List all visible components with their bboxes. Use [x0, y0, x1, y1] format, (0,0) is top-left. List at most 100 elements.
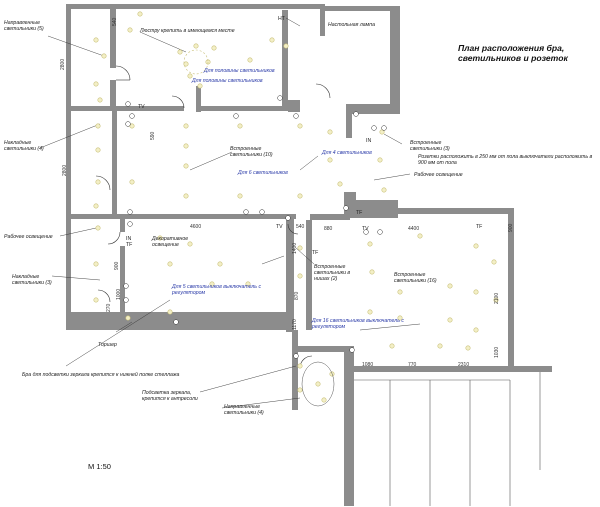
- label-mirror-sconce: Бра для подсветки зеркала крепится к ниж…: [22, 372, 180, 378]
- label-for-6: Для 6 светильников: [238, 170, 288, 176]
- lamp-symbol: [245, 281, 251, 287]
- dim-2100: 2100: [494, 292, 500, 304]
- label-torcher: Торшер: [98, 342, 117, 348]
- doors: [95, 65, 331, 369]
- lamp-symbol: [167, 309, 173, 315]
- lamp-symbol: [237, 193, 243, 199]
- switch-symbol: [129, 113, 135, 119]
- switch-symbol: [381, 125, 387, 131]
- dim-2800b: 2800: [62, 164, 68, 176]
- switch-symbol: [123, 283, 129, 289]
- lamp-symbol: [93, 203, 99, 209]
- lamp-symbol: [327, 157, 333, 163]
- mark-tf-1: TF: [126, 242, 133, 248]
- switch-symbol: [125, 121, 131, 127]
- dim-1400: 1400: [292, 242, 298, 254]
- lamp-symbol: [237, 123, 243, 129]
- lamp-symbol: [437, 343, 443, 349]
- lamp-symbol: [95, 147, 101, 153]
- mark-tf-4: TF: [312, 250, 319, 256]
- lamp-symbol: [389, 343, 395, 349]
- lamp-symbol: [211, 45, 217, 51]
- label-half-lamps-2: Для половины светильников: [192, 78, 263, 84]
- lamp-symbol: [177, 49, 183, 55]
- label-recessed-niches: Встроенные светильники в нишах (2): [314, 264, 351, 282]
- label-mirror-light: Подсветка зеркала, крепится к антресоли: [142, 390, 198, 402]
- dim-4600: 4600: [190, 224, 202, 230]
- lamp-symbol: [367, 309, 373, 315]
- lamp-symbol: [297, 193, 303, 199]
- lamp-symbol: [157, 235, 163, 241]
- leader-lines: [39, 17, 421, 409]
- label-decorative: Декоративное освещение: [152, 236, 189, 248]
- lamp-symbol: [95, 179, 101, 185]
- lamp-symbol: [93, 261, 99, 267]
- switch-symbol: [127, 221, 133, 227]
- plan-scale: М 1:50: [88, 462, 111, 471]
- lamp-symbol: [473, 327, 479, 333]
- lamp-symbol: [327, 129, 333, 135]
- lamp-symbol: [193, 43, 199, 49]
- lamp-symbol: [93, 37, 99, 43]
- switch-symbol: [123, 297, 129, 303]
- switch-symbol: [233, 113, 239, 119]
- lamp-symbol: [367, 241, 373, 247]
- lamp-symbol: [183, 123, 189, 129]
- switch-symbol: [353, 111, 359, 117]
- lamp-symbol: [337, 181, 343, 187]
- lamp-symbol: [269, 37, 275, 43]
- lamp-symbol: [369, 269, 375, 275]
- dim-900a: 900: [114, 261, 120, 270]
- switch-symbol: [277, 95, 283, 101]
- mark-tf-2: TF: [476, 224, 483, 230]
- lamp-symbol: [95, 123, 101, 129]
- label-sockets-note: Розетки расположить в 250 мм от пола вык…: [418, 154, 593, 166]
- switch-symbol: [127, 209, 133, 215]
- dim-2800a: 2800: [60, 58, 66, 70]
- lamp-symbol: [473, 289, 479, 295]
- lamp-symbol: [491, 259, 497, 265]
- lamp-symbol: [315, 381, 321, 387]
- switch-symbol: [125, 101, 131, 107]
- lamp-symbol: [217, 261, 223, 267]
- lamp-symbol: [473, 243, 479, 249]
- dim-590: 590: [150, 131, 156, 140]
- label-chandelier: Люстру крепить в имеющемся месте: [140, 28, 235, 34]
- lamp-symbol: [417, 233, 423, 239]
- label-work-light-right: Рабочее освещение: [414, 172, 463, 178]
- mark-ht: HT: [278, 16, 285, 22]
- lamp-symbol: [187, 241, 193, 247]
- lamp-symbol: [297, 245, 303, 251]
- lamp-symbol: [297, 273, 303, 279]
- lamp-symbol: [129, 179, 135, 185]
- mark-tf-3: TF: [356, 210, 363, 216]
- plan-title: План расположения бра, светильников и ро…: [458, 43, 568, 63]
- lamp-symbol: [377, 157, 383, 163]
- dim-880: 880: [324, 226, 333, 232]
- lamp-symbol: [247, 57, 253, 63]
- dim-1030: 1030: [494, 346, 500, 358]
- switches-layer: [123, 95, 387, 359]
- switch-symbol: [285, 215, 291, 221]
- lamp-symbol: [93, 297, 99, 303]
- label-directional-5: Направленные светильники (5): [4, 20, 44, 32]
- lamp-symbol: [167, 261, 173, 267]
- dim-2310: 2310: [458, 362, 470, 368]
- lamp-symbol: [321, 397, 327, 403]
- lamp-symbol: [97, 97, 103, 103]
- switch-symbol: [377, 229, 383, 235]
- lamp-symbol: [297, 123, 303, 129]
- label-surface-3: Накладные светильники (3): [12, 274, 52, 286]
- lamp-symbol: [95, 225, 101, 231]
- lamp-symbol: [127, 27, 133, 33]
- dim-1170: 1170: [292, 319, 298, 330]
- lamp-symbol: [183, 61, 189, 67]
- lamp-symbol: [297, 387, 303, 393]
- label-for-16-dimmer: Для 16 светильников выключатель с регуля…: [312, 318, 404, 330]
- lamp-symbol: [197, 83, 203, 89]
- lamp-symbol: [329, 371, 335, 377]
- lamp-symbol: [283, 43, 289, 49]
- label-recessed-3: Встроенные светильники (3): [410, 140, 450, 152]
- mark-in-1: IN: [366, 138, 372, 144]
